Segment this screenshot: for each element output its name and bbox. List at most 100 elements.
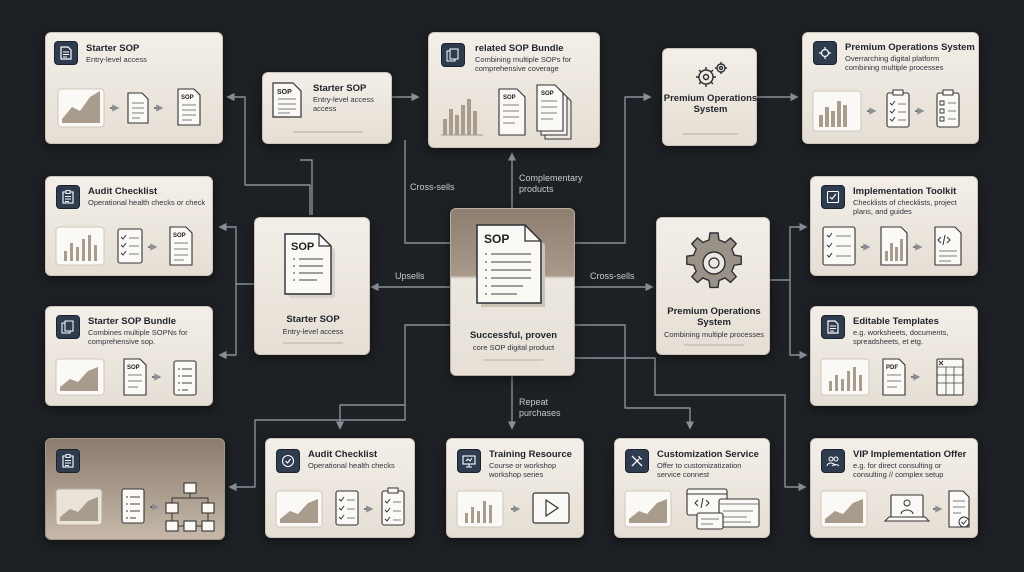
divider xyxy=(684,344,744,346)
card-desc: Entry-level access access xyxy=(313,95,374,113)
card-starter-sop-top[interactable]: Starter SOP Entry-level access SOP xyxy=(45,32,223,144)
card-audit-checklist-left[interactable]: Audit Checklist Operational health check… xyxy=(45,176,213,276)
sop-document-icon: SOP xyxy=(284,233,335,298)
connector-core-to-custom xyxy=(575,324,695,430)
connector-mid-to-toolkit xyxy=(770,222,808,281)
stacked-documents-icon xyxy=(441,43,465,67)
svg-text:SOP: SOP xyxy=(503,95,516,101)
svg-text:SOP: SOP xyxy=(127,365,140,371)
card-title: Customization Service xyxy=(657,449,759,460)
card-title: Premium Operations System xyxy=(845,42,975,53)
check-circle-icon xyxy=(276,449,300,473)
card-customization-service[interactable]: Customization Service Offer to customiza… xyxy=(614,438,770,538)
presentation-board-icon xyxy=(457,449,481,473)
clipboard-icon xyxy=(56,449,80,473)
card-training-resource[interactable]: Training Resource Course or workshop wor… xyxy=(446,438,584,538)
sop-document-icon: SOP xyxy=(476,224,545,307)
card-desc: Combining multiple SOPs for comprehensiv… xyxy=(475,55,572,73)
card-audit-checklist-bottom[interactable]: Audit Checklist Operational health check… xyxy=(265,438,415,538)
divider xyxy=(293,131,363,133)
connector-center-to-starter-small xyxy=(300,159,313,215)
edge-label-cross-sells-right: Cross-sells xyxy=(590,271,635,281)
trend-to-documents-illustration: SOP xyxy=(57,88,201,128)
trend-to-flowchart-illustration xyxy=(55,482,215,532)
svg-text:SOP: SOP xyxy=(541,91,554,97)
card-desc: Combining multiple processes xyxy=(663,330,765,339)
connector-center-to-starter-top xyxy=(226,92,311,215)
card-starter-sop-center[interactable]: SOP Starter SOP Entry-level access xyxy=(254,217,370,355)
chart-to-checklists-illustration xyxy=(812,89,960,132)
card-title: Starter SOP xyxy=(313,83,367,94)
card-desc: Course or workshop workshop series xyxy=(489,461,557,479)
chart-pdf-spreadsheet-illustration: PDF xyxy=(820,358,964,396)
divider xyxy=(283,342,343,344)
card-title: Starter SOP xyxy=(86,43,140,54)
svg-text:SOP: SOP xyxy=(277,89,292,96)
card-desc: core SOP digital product xyxy=(472,343,555,352)
card-desc: Combines multiple SOPNs for comprehensiv… xyxy=(88,328,188,346)
connector-center-to-bundle xyxy=(218,284,237,360)
checkbox-icon xyxy=(821,185,845,209)
card-desc: Operational health checks xyxy=(308,461,395,470)
card-editable-templates[interactable]: Editable Templates e.g. worksheets, docu… xyxy=(810,306,978,406)
document-icon xyxy=(54,41,78,65)
connector-core-to-brown xyxy=(228,405,406,492)
card-implementation-toolkit[interactable]: Implementation Toolkit Checklists of che… xyxy=(810,176,978,276)
connector-core-to-vip xyxy=(575,357,807,492)
card-core-product[interactable]: SOP Successful, proven core SOP digital … xyxy=(450,208,575,376)
gear-icon xyxy=(813,41,837,65)
card-title: Starter SOP xyxy=(286,314,340,325)
card-desc: e.g. worksheets, documents, spreadsheets… xyxy=(853,328,949,346)
card-related-bundle[interactable]: related SOP Bundle Combining multiple SO… xyxy=(428,32,600,148)
tools-icon xyxy=(625,449,649,473)
edge-label-upsells: Upsells xyxy=(395,271,425,281)
card-title: Premium Operations System xyxy=(663,93,758,115)
edge-label-complementary: Complementary products xyxy=(519,173,583,194)
connector-mid-to-templates xyxy=(789,280,808,360)
divider xyxy=(683,133,738,135)
card-desc: Checklists of checklists, project plans,… xyxy=(853,198,957,216)
trend-to-checklist-illustration xyxy=(275,487,405,528)
connector-core-to-starter-small xyxy=(404,140,450,244)
sop-document-icon: SOP xyxy=(272,82,302,118)
connector-center-to-audit xyxy=(218,222,254,285)
card-title: Premium Operations System xyxy=(667,306,761,328)
people-icon xyxy=(821,449,845,473)
card-desc: e.g. for direct consulting or consulting… xyxy=(853,461,944,479)
connector-core-to-premium-small xyxy=(575,92,652,244)
edge-label-cross-sells-left: Cross-sells xyxy=(410,182,455,192)
divider xyxy=(483,359,543,361)
card-starter-sop-small[interactable]: SOP Starter SOP Entry-level access acces… xyxy=(262,72,392,144)
card-workflow[interactable] xyxy=(45,438,225,540)
card-title: Editable Templates xyxy=(853,316,939,327)
card-title: Audit Checklist xyxy=(308,449,378,460)
edge-label-repeat: Repeat purchases xyxy=(519,397,561,418)
card-starter-sop-bundle[interactable]: Starter SOP Bundle Combines multiple SOP… xyxy=(45,306,213,406)
trend-to-code-windows-illustration xyxy=(624,488,760,530)
card-title: Audit Checklist xyxy=(88,186,158,197)
chart-to-checklist-illustration: SOP xyxy=(55,226,193,266)
chart-to-sop-stack-illustration: SOP SOP xyxy=(441,84,572,140)
card-premium-ops-top[interactable]: Premium Operations System Overrarching d… xyxy=(802,32,979,144)
card-title: Training Resource xyxy=(489,449,572,460)
svg-text:SOP: SOP xyxy=(181,95,194,101)
card-desc: Entry-level access xyxy=(86,55,147,64)
card-title: related SOP Bundle xyxy=(475,43,564,54)
card-vip-offer[interactable]: VIP Implementation Offer e.g. for direct… xyxy=(810,438,978,538)
stacked-documents-icon xyxy=(56,315,80,339)
svg-text:SOP: SOP xyxy=(173,233,186,239)
card-desc: Entry-level access xyxy=(282,327,344,336)
card-title: Successful, proven xyxy=(469,330,558,341)
card-premium-ops-small[interactable]: Premium Operations System xyxy=(662,48,757,146)
card-premium-ops-mid[interactable]: Premium Operations System Combining mult… xyxy=(656,217,770,355)
card-title: VIP Implementation Offer xyxy=(853,449,967,460)
trend-to-sop-illustration: SOP xyxy=(55,358,197,396)
svg-text:SOP: SOP xyxy=(291,241,314,253)
trend-laptop-certificate-illustration xyxy=(820,490,970,528)
clipboard-icon xyxy=(56,185,80,209)
chart-to-video-illustration xyxy=(456,490,570,528)
gears-icon xyxy=(696,62,727,87)
large-gear-icon xyxy=(686,232,742,289)
